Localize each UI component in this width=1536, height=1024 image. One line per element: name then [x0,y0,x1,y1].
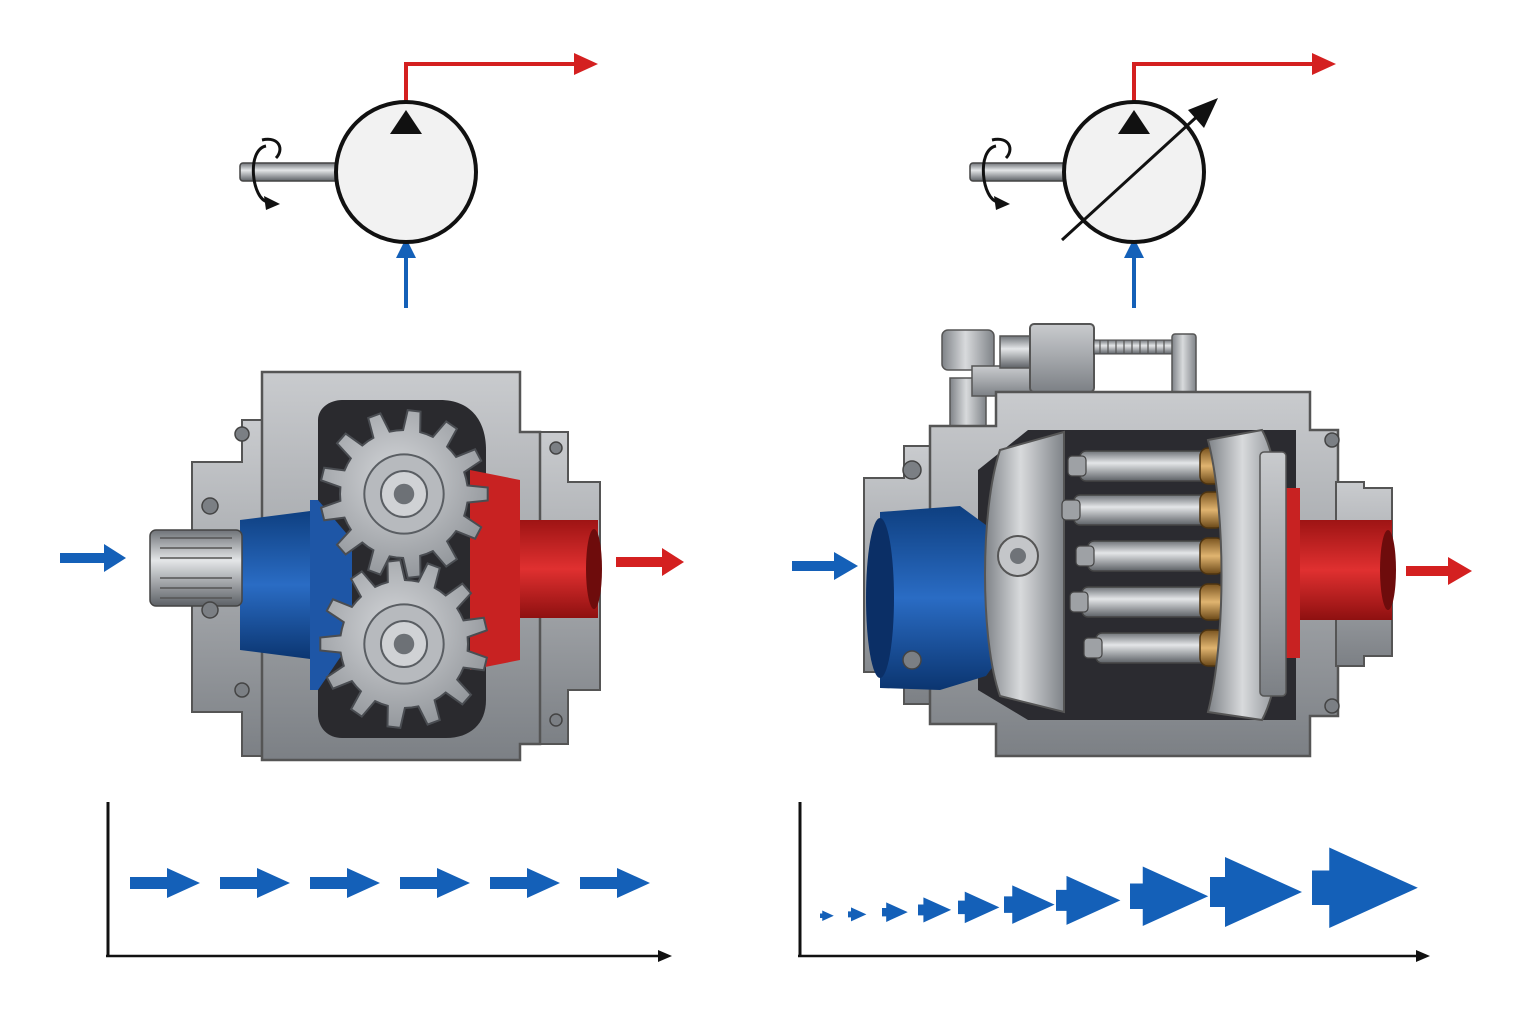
pressure-outlet-arrowhead [574,53,598,75]
pressure-outlet-arrowhead [1312,53,1336,75]
flow-arrow [490,868,560,898]
gear-pump-cutaway [150,372,602,760]
variable-flow-graph [798,802,1430,962]
constant-flow-graph [106,802,672,962]
pressure-port-bore [586,529,602,609]
piston-icon [1084,630,1224,666]
piston-icon [1068,448,1224,484]
flow-arrow [400,868,470,898]
flow-arrow [1312,848,1418,929]
piston-icon [1062,492,1224,528]
piston-icon [1070,584,1224,620]
flow-arrow [820,911,834,922]
graph-x-axis-arrowhead [658,950,672,962]
splined-shaft-icon [150,530,242,606]
pressure-chamber-strip [1286,488,1300,658]
piston-icon [1076,538,1224,574]
graph-x-axis-arrowhead [1416,950,1430,962]
piston-pump-cutaway [864,324,1396,756]
flow-arrow [918,897,951,922]
flow-arrow [1056,876,1120,925]
variable-displacement-panel [792,53,1472,962]
flow-arrow [310,868,380,898]
variable-arrow-head [1188,98,1218,128]
suction-port-bore [866,518,894,678]
flow-arrow [220,868,290,898]
gear-pump-inlet-arrow [60,544,126,572]
flow-arrow [580,868,650,898]
variable-pump-symbol [970,53,1336,308]
fixed-displacement-panel [60,53,684,962]
pressure-port-bore [1380,530,1396,610]
flow-arrow [1130,866,1208,926]
piston-pump-outlet-arrow [1406,557,1472,585]
flow-arrow [1210,857,1302,927]
pressure-outlet-line [1134,64,1316,110]
flow-arrows-constant [130,868,650,898]
pressure-outlet-line [406,64,578,110]
fixed-pump-symbol [240,53,598,308]
flow-arrow [848,907,866,921]
pressure-cavity [1296,520,1392,620]
flow-arrow [958,892,999,924]
gear-pump-outlet-arrow [616,548,684,576]
flow-arrow [882,902,908,922]
piston-pump-inlet-arrow [792,552,858,580]
flow-arrows-increasing [820,848,1418,929]
flow-arrow [130,868,200,898]
flow-arrow [1004,885,1055,924]
valve-plate [1260,452,1286,696]
